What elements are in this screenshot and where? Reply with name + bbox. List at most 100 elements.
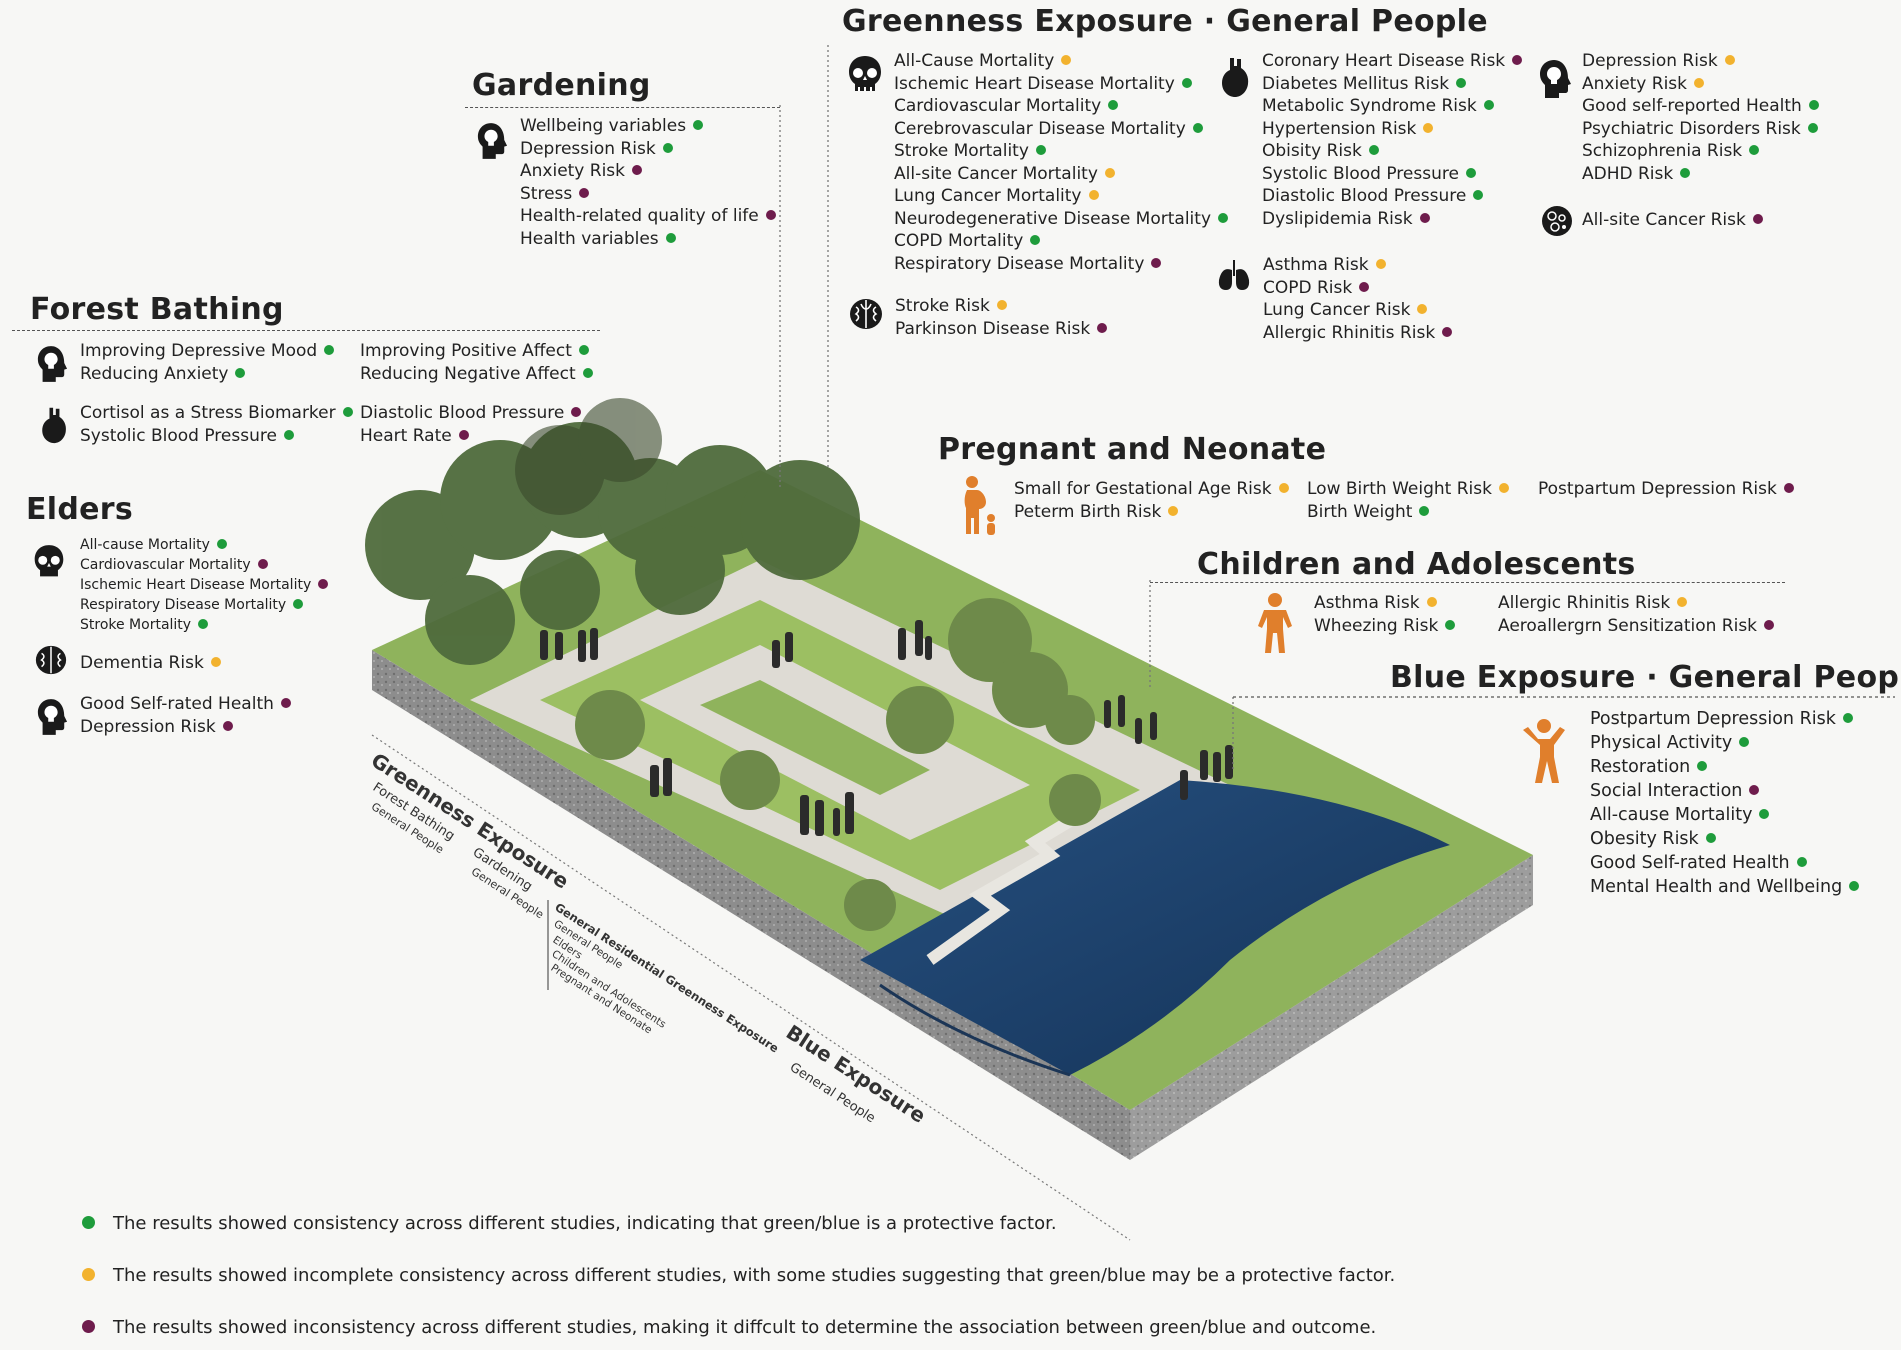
outcome-item: COPD Mortality bbox=[894, 230, 1228, 253]
green-dot-icon bbox=[1842, 713, 1853, 723]
outcome-label: Stroke Mortality bbox=[894, 141, 1029, 161]
forest-title: Forest Bathing bbox=[30, 292, 284, 327]
purple-dot-icon bbox=[1512, 55, 1523, 65]
gardening-title: Gardening bbox=[472, 68, 651, 103]
outcome-label: Lung Cancer Mortality bbox=[894, 186, 1082, 206]
outcome-item: Physical Activity bbox=[1590, 731, 1859, 755]
gardening-rule bbox=[465, 107, 780, 108]
outcome-item: Coronary Heart Disease Risk bbox=[1262, 50, 1523, 73]
children-title: Children and Adolescents bbox=[1197, 547, 1636, 582]
elders-brain-list: Dementia Risk bbox=[80, 652, 221, 675]
heart-organ-icon bbox=[42, 407, 66, 444]
purple-dot-icon bbox=[1442, 326, 1453, 337]
green-dot-icon bbox=[1445, 619, 1456, 630]
forest-rule bbox=[12, 330, 600, 331]
pregnant-title: Pregnant and Neonate bbox=[938, 432, 1327, 467]
green-dot-icon bbox=[216, 539, 227, 549]
outcome-label: Dementia Risk bbox=[80, 653, 204, 673]
yellow-dot-icon bbox=[1168, 505, 1179, 516]
purple-dot-icon bbox=[82, 1319, 95, 1333]
outcome-item: Dyslipidemia Risk bbox=[1262, 208, 1522, 231]
outcome-label: COPD Mortality bbox=[894, 231, 1024, 251]
outcome-label: Stroke Risk bbox=[895, 296, 990, 316]
legend-partial-text: The results showed incomplete consistenc… bbox=[113, 1265, 1396, 1286]
outcome-label: Diastolic Blood Pressure bbox=[360, 403, 565, 423]
outcome-item: Aeroallergrn Sensitization Risk bbox=[1498, 615, 1775, 638]
outcome-label: Systolic Blood Pressure bbox=[1262, 163, 1459, 184]
outcome-label: Good self-reported Health bbox=[1582, 96, 1802, 116]
head-profile-icon bbox=[1540, 60, 1571, 98]
head-profile-icon bbox=[477, 123, 508, 159]
elders-title: Elders bbox=[26, 492, 134, 527]
outcome-label: All-site Cancer Mortality bbox=[894, 163, 1098, 184]
outcome-item: Diabetes Mellitus Risk bbox=[1262, 73, 1522, 96]
outcome-item: Allergic Rhinitis Risk bbox=[1498, 592, 1774, 615]
outcome-label: Health-related quality of life bbox=[520, 206, 759, 226]
outcome-label: Stress bbox=[520, 183, 573, 204]
block-left-side bbox=[372, 650, 1130, 1160]
outcome-item: Psychiatric Disorders Risk bbox=[1582, 118, 1819, 141]
purple-dot-icon bbox=[571, 407, 582, 417]
outcome-label: Cardiovascular Mortality bbox=[894, 96, 1102, 116]
outcome-label: Psychiatric Disorders Risk bbox=[1582, 118, 1801, 139]
outcome-label: All-cause Mortality bbox=[1590, 805, 1753, 825]
green-dot-icon bbox=[665, 232, 676, 243]
outcome-item: Stroke Risk bbox=[895, 295, 1107, 318]
green-dot-icon bbox=[1456, 77, 1467, 88]
green-dot-icon bbox=[1808, 100, 1819, 110]
outcome-label: Systolic Blood Pressure bbox=[80, 425, 277, 446]
legend-inconsistent-text: The results showed inconsistency across … bbox=[113, 1317, 1377, 1338]
yellow-dot-icon bbox=[1278, 483, 1289, 493]
outcome-item: Peterm Birth Risk bbox=[1014, 501, 1289, 524]
outcome-label: Anxiety Risk bbox=[1582, 73, 1688, 94]
green-dot-icon bbox=[235, 367, 246, 378]
purple-dot-icon bbox=[1783, 483, 1794, 493]
outcome-item: Ischemic Heart Disease Mortality bbox=[80, 575, 329, 595]
green-dot-icon bbox=[324, 345, 335, 355]
outcome-item: Systolic Blood Pressure bbox=[80, 425, 353, 448]
outcome-label: Restoration bbox=[1590, 757, 1691, 777]
outcome-item: Stroke Mortality bbox=[894, 140, 1228, 163]
purple-dot-icon bbox=[1419, 212, 1430, 223]
blue-title: Blue Exposure · General People bbox=[1390, 660, 1901, 695]
outcome-label: Postpartum Depression Risk bbox=[1538, 479, 1777, 499]
green-dot-icon bbox=[1108, 100, 1119, 110]
outcome-item: Asthma Risk bbox=[1314, 592, 1455, 615]
outcome-label: Stroke Mortality bbox=[80, 617, 192, 633]
outcome-item: Cerebrovascular Disease Mortality bbox=[894, 118, 1228, 141]
outcome-label: Ischemic Heart Disease Mortality bbox=[80, 577, 312, 593]
purple-dot-icon bbox=[318, 579, 329, 589]
outcome-label: Reducing Negative Affect bbox=[360, 363, 576, 384]
outcome-item: Depression Risk bbox=[80, 716, 291, 739]
outcome-label: Birth Weight bbox=[1307, 501, 1413, 522]
yellow-dot-icon bbox=[82, 1267, 95, 1281]
yellow-dot-icon bbox=[1104, 167, 1115, 178]
outcome-label: Social Interaction bbox=[1590, 781, 1743, 801]
outcome-label: Improving Depressive Mood bbox=[80, 341, 318, 361]
outcome-item: Allergic Rhinitis Risk bbox=[1263, 322, 1453, 345]
outcome-label: Neurodegenerative Disease Mortality bbox=[894, 208, 1211, 229]
outcome-label: Physical Activity bbox=[1590, 733, 1733, 753]
outcome-label: COPD Risk bbox=[1263, 277, 1353, 298]
green-dot-icon bbox=[1465, 167, 1476, 178]
outcome-item: Respiratory Disease Mortality bbox=[894, 253, 1228, 276]
outcome-item: Low Birth Weight Risk bbox=[1307, 478, 1509, 501]
outcome-label: Postpartum Depression Risk bbox=[1590, 709, 1836, 729]
green-dot-icon bbox=[1680, 167, 1691, 178]
outcome-item: Depression Risk bbox=[1582, 50, 1819, 73]
skull-icon bbox=[34, 545, 64, 577]
outcome-item: Health-related quality of life bbox=[520, 205, 776, 228]
purple-dot-icon bbox=[222, 720, 233, 731]
outcome-label: Good Self-rated Health bbox=[1590, 853, 1790, 873]
outcome-label: Reducing Anxiety bbox=[80, 363, 229, 384]
outcome-label: Ischemic Heart Disease Mortality bbox=[894, 73, 1175, 94]
yellow-dot-icon bbox=[1423, 122, 1434, 133]
